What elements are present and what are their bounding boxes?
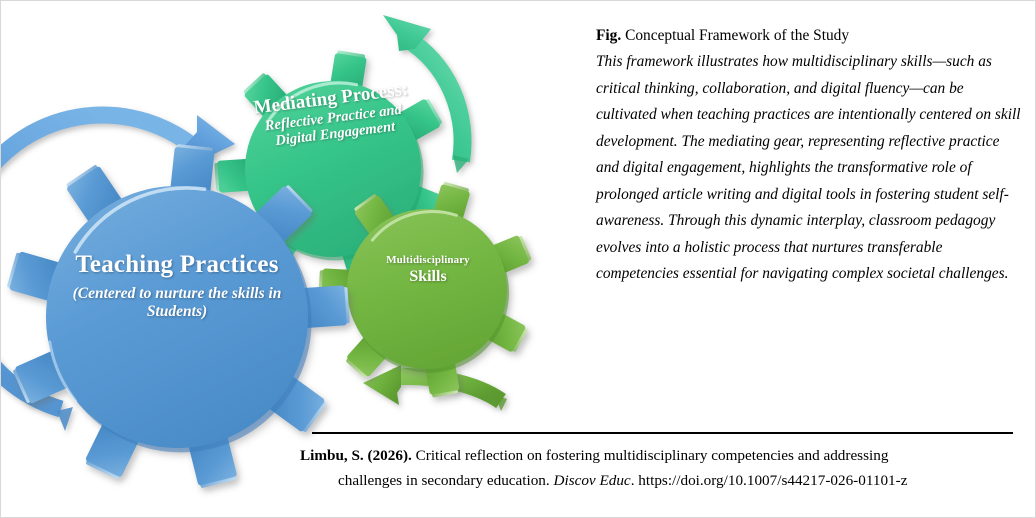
citation-doi: . https://doi.org/10.1007/s44217-026-011… [630, 471, 908, 489]
citation-journal: Discov Educ [553, 471, 631, 489]
citation-title-cont: challenges in secondary education. [338, 471, 554, 489]
citation-block: Limbu, S. (2026). Critical reflection on… [300, 444, 1017, 493]
citation-title: Critical reflection on fostering multidi… [411, 447, 889, 464]
figure-caption-body: This framework illustrates how multidisc… [596, 53, 1021, 283]
citation-line-2: challenges in secondary education. Disco… [300, 469, 1017, 494]
figure-caption-heading: Fig. Conceptual Framework of the Study [596, 23, 1024, 49]
teal-arrow [383, 15, 472, 173]
conceptual-framework-diagram: Teaching Practices (Centered to nurture … [1, 1, 561, 517]
citation-divider [312, 432, 1013, 434]
figure-caption: Fig. Conceptual Framework of the Study T… [596, 23, 1024, 288]
gear-teaching-practices [7, 144, 350, 488]
citation-line-1: Limbu, S. (2026). Critical reflection on… [300, 444, 1017, 469]
figure-label: Fig. [596, 27, 622, 44]
citation-author-year: Limbu, S. (2026). [300, 447, 412, 464]
gear-multidisciplinary-skills [318, 182, 532, 398]
figure-caption-title: Conceptual Framework of the Study [621, 27, 850, 44]
